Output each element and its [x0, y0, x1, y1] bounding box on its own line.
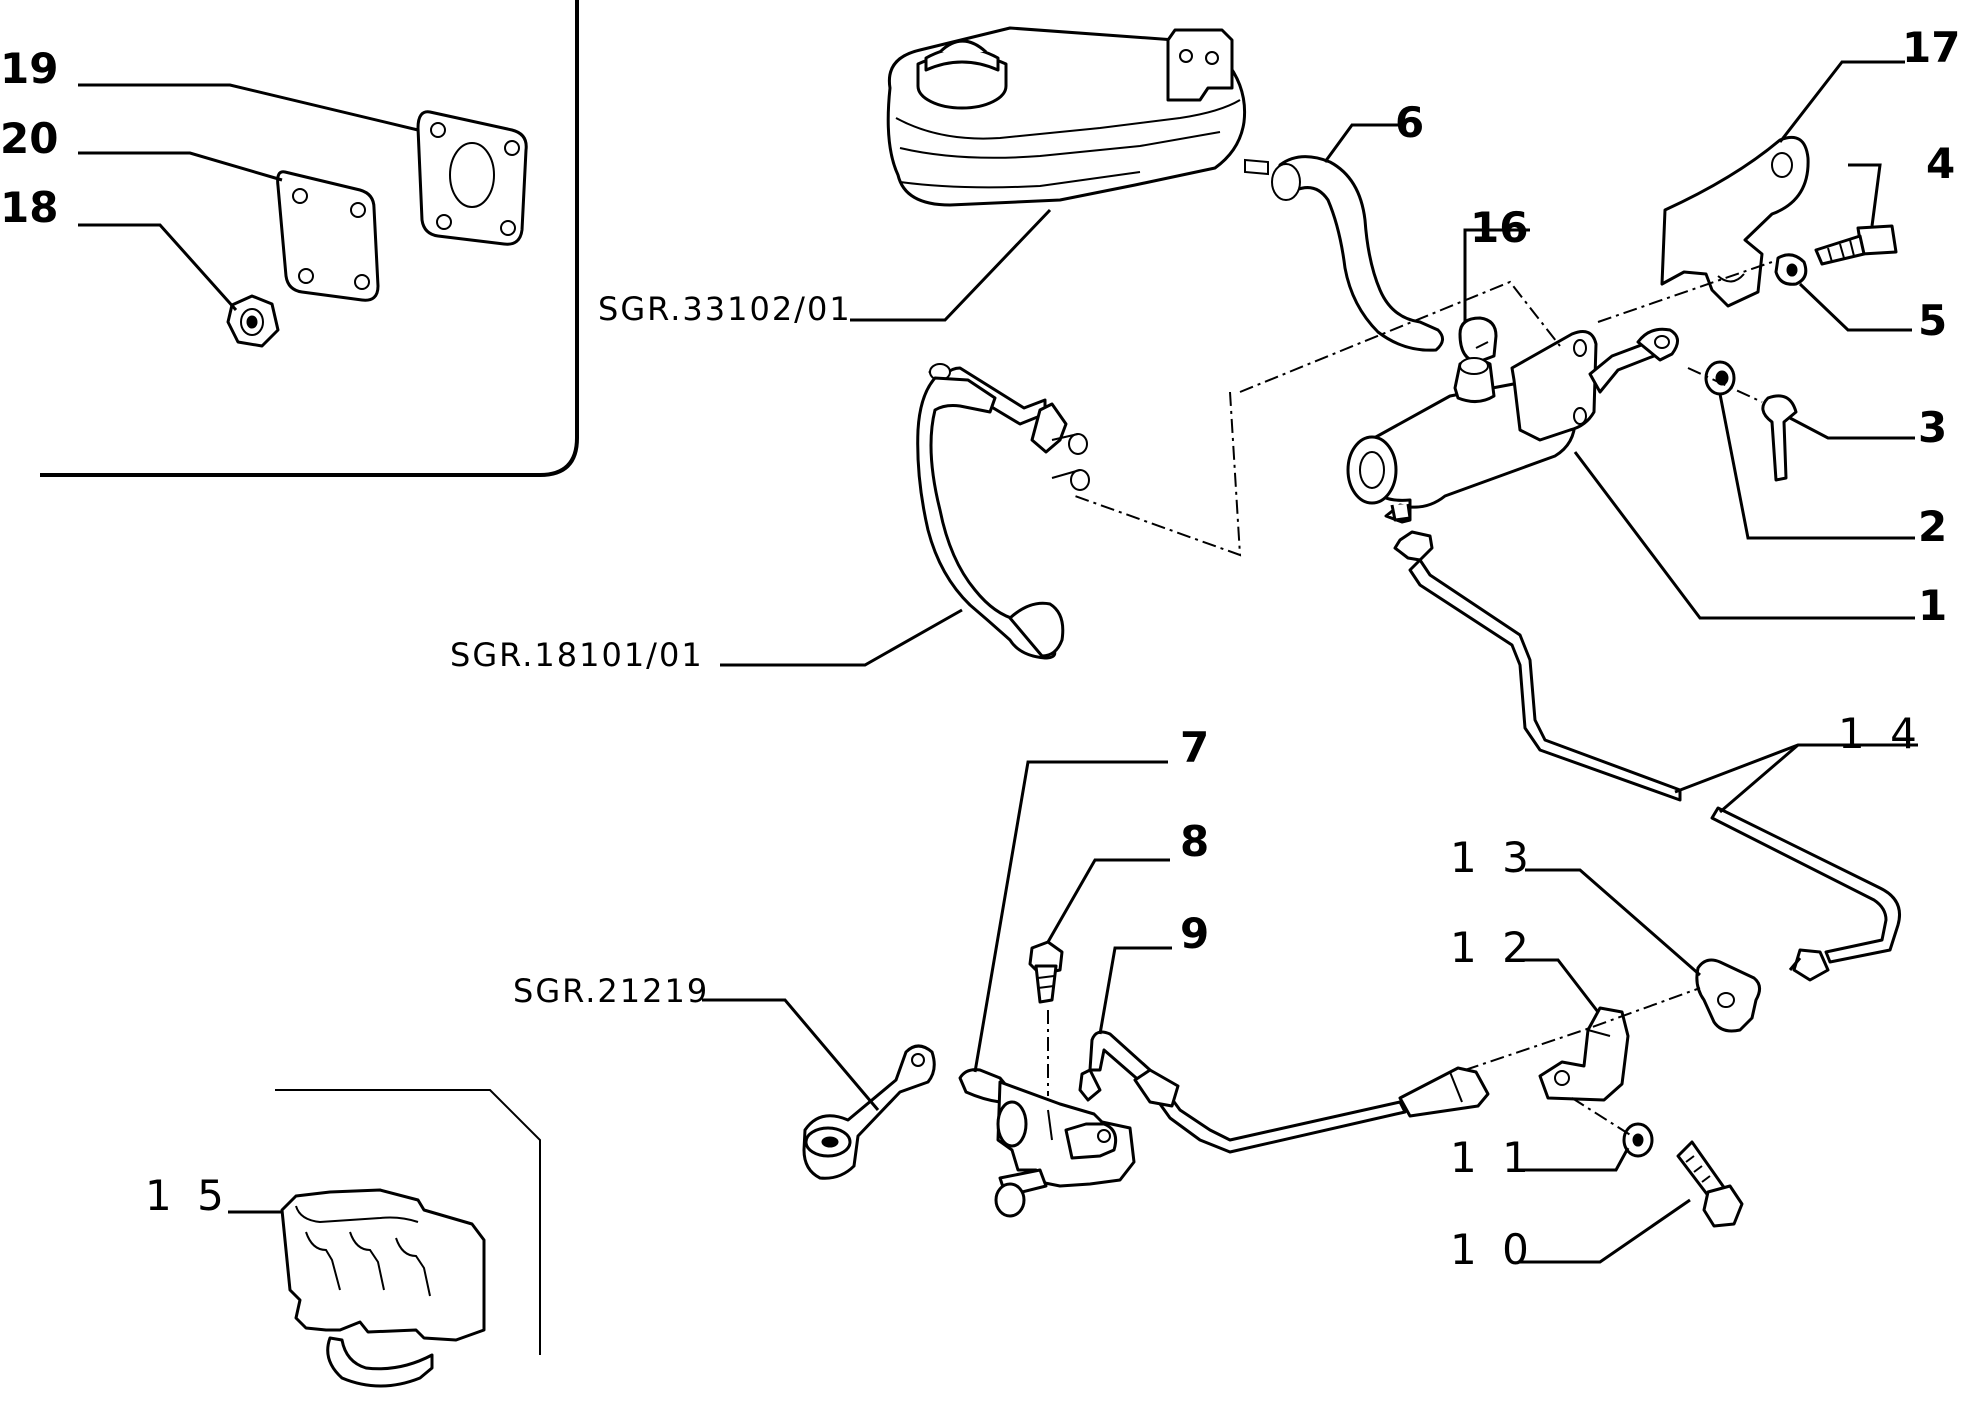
part-20-cover-plate[interactable]	[276, 170, 380, 302]
callout-3: 3	[1918, 403, 1947, 452]
callout-6: 6	[1395, 98, 1424, 147]
callout-14: 1 4	[1838, 709, 1923, 758]
callout-8: 8	[1180, 817, 1209, 866]
ref-reservoir: SGR.33102/01	[598, 290, 852, 328]
leader-18	[78, 223, 238, 311]
inset-frame	[40, 0, 579, 477]
callout-1: 1	[1918, 581, 1947, 630]
part-13-clip[interactable]	[1695, 958, 1761, 1033]
callout-2: 2	[1918, 502, 1947, 551]
callout-13: 1 3	[1450, 833, 1535, 882]
leader-20	[78, 151, 283, 182]
part-1-master-cylinder[interactable]	[1346, 327, 1679, 524]
leader-2	[1718, 393, 1915, 540]
callout-20: 20	[0, 114, 58, 163]
leader-12	[1518, 958, 1600, 1013]
part-16-fitting[interactable]	[1458, 316, 1498, 364]
part-3-pin[interactable]	[1761, 394, 1798, 482]
callout-9: 9	[1180, 909, 1209, 958]
part-8-bolt[interactable]	[1028, 940, 1064, 1004]
part-19-gasket[interactable]	[416, 110, 528, 246]
part-17-bracket[interactable]	[1660, 135, 1810, 308]
callout-12: 1 2	[1450, 923, 1535, 972]
release-lever[interactable]	[802, 1044, 936, 1180]
leader-3	[1789, 416, 1915, 440]
assembly-axis-2	[1239, 280, 1561, 393]
leader-8	[1046, 858, 1170, 943]
part-6-hose[interactable]	[1271, 155, 1444, 352]
callout-4: 4	[1926, 139, 1955, 188]
part-5-washer[interactable]	[1774, 253, 1808, 286]
part-7-slave-cylinder[interactable]	[958, 1068, 1136, 1218]
part-4-bolt[interactable]	[1814, 224, 1898, 266]
assembly-axis-5	[1464, 987, 1701, 1071]
leader-19	[78, 83, 419, 132]
leader-6	[1323, 123, 1398, 163]
leader-10	[1520, 1198, 1691, 1264]
part-18-nut[interactable]	[226, 294, 280, 348]
leader-14b	[1719, 743, 1799, 814]
part-15-pipe-clip[interactable]	[280, 1188, 486, 1388]
part-14-pipe[interactable]	[1393, 530, 1901, 982]
callout-11: 1 1	[1450, 1133, 1535, 1182]
leader-1	[1573, 451, 1915, 620]
leader-5	[1798, 282, 1912, 332]
ref-pedal: SGR.18101/01	[450, 636, 704, 674]
leader-17	[1778, 60, 1905, 143]
leader-7	[973, 760, 1168, 1073]
callout-17: 17	[1902, 23, 1960, 72]
part-2-washer[interactable]	[1704, 360, 1736, 396]
leader-lever	[702, 998, 880, 1111]
leader-16	[1463, 228, 1530, 322]
leader-11	[1520, 1147, 1630, 1172]
callout-10: 1 0	[1450, 1225, 1535, 1274]
callout-16: 16	[1470, 203, 1528, 252]
part-12-bracket[interactable]	[1538, 1006, 1630, 1102]
leader-13	[1525, 868, 1701, 977]
assembly-axis-3	[1597, 261, 1773, 323]
callout-19: 19	[0, 44, 58, 93]
leader-4	[1848, 163, 1882, 227]
leader-pedal	[720, 608, 963, 667]
callout-15: 1 5	[145, 1171, 230, 1220]
callout-7: 7	[1180, 723, 1209, 772]
part-9-pipe[interactable]	[1078, 1030, 1490, 1154]
reservoir-tank[interactable]	[886, 26, 1269, 207]
leader-reservoir	[850, 208, 1052, 322]
assembly-axis-1	[1074, 391, 1242, 557]
leader-9	[1098, 946, 1172, 1035]
ref-lever: SGR.21219	[513, 972, 709, 1010]
inset-frame-bottom	[275, 1089, 541, 1355]
assembly-axis-6	[1571, 1097, 1633, 1137]
part-10-bolt[interactable]	[1676, 1140, 1744, 1228]
pedal-arm[interactable]	[916, 363, 1090, 660]
callout-5: 5	[1918, 296, 1947, 345]
part-11-washer[interactable]	[1622, 1122, 1654, 1158]
assembly-axis-4	[1687, 367, 1763, 403]
callout-18: 18	[0, 183, 58, 232]
